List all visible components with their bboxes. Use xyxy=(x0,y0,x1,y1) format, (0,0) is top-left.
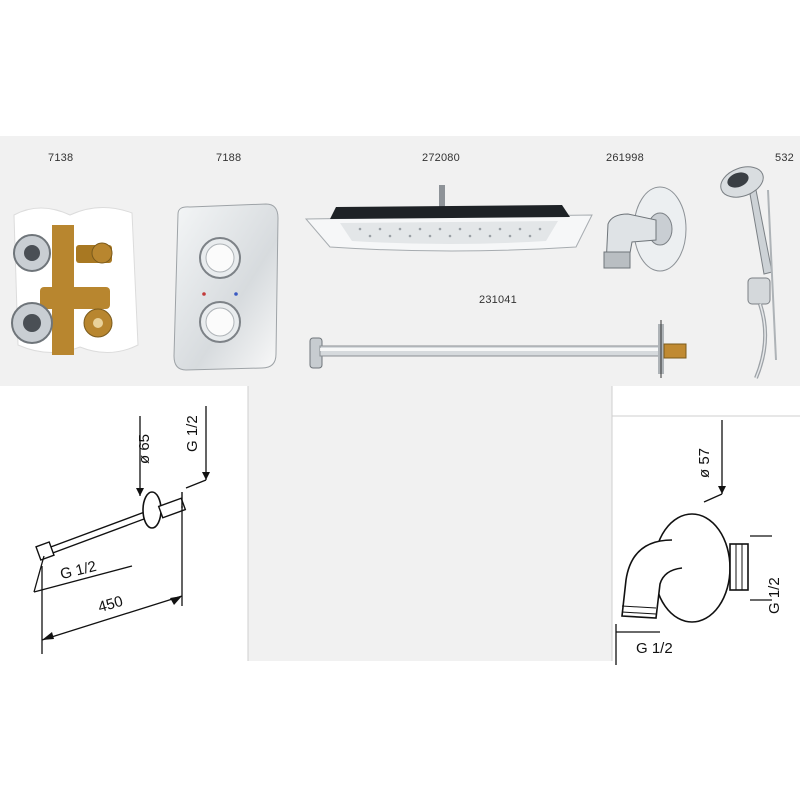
arm-thread-top-label: G 1/2 xyxy=(184,415,201,452)
elbow-thread-bottom-label: G 1/2 xyxy=(636,640,673,657)
rain-shower-head-image xyxy=(304,185,593,252)
code-wall-outlet-elbow: 261998 xyxy=(606,152,644,164)
thermostat-plate-image xyxy=(173,203,279,371)
drawing-frames xyxy=(247,386,800,661)
code-thermostat-body: 7138 xyxy=(48,152,74,164)
elbow-thread-right-label: G 1/2 xyxy=(766,577,783,614)
elbow-technical-drawing xyxy=(615,420,772,665)
arm-flange-diameter-label: ø 65 xyxy=(136,433,153,464)
hand-shower-set-image xyxy=(720,166,777,379)
center-gray-panel xyxy=(248,386,612,661)
shower-arm-image xyxy=(309,320,687,378)
wall-outlet-elbow-image xyxy=(603,186,687,272)
shower-arm-technical-drawing xyxy=(33,406,210,654)
elbow-flange-diameter-label: ø 57 xyxy=(696,447,713,478)
code-hand-shower-set: 532 xyxy=(775,152,794,164)
thermostat-body-image xyxy=(11,206,139,355)
code-rain-shower-head: 272080 xyxy=(422,152,460,164)
code-thermostat-plate: 7188 xyxy=(216,152,242,164)
code-shower-arm: 231041 xyxy=(479,294,517,306)
